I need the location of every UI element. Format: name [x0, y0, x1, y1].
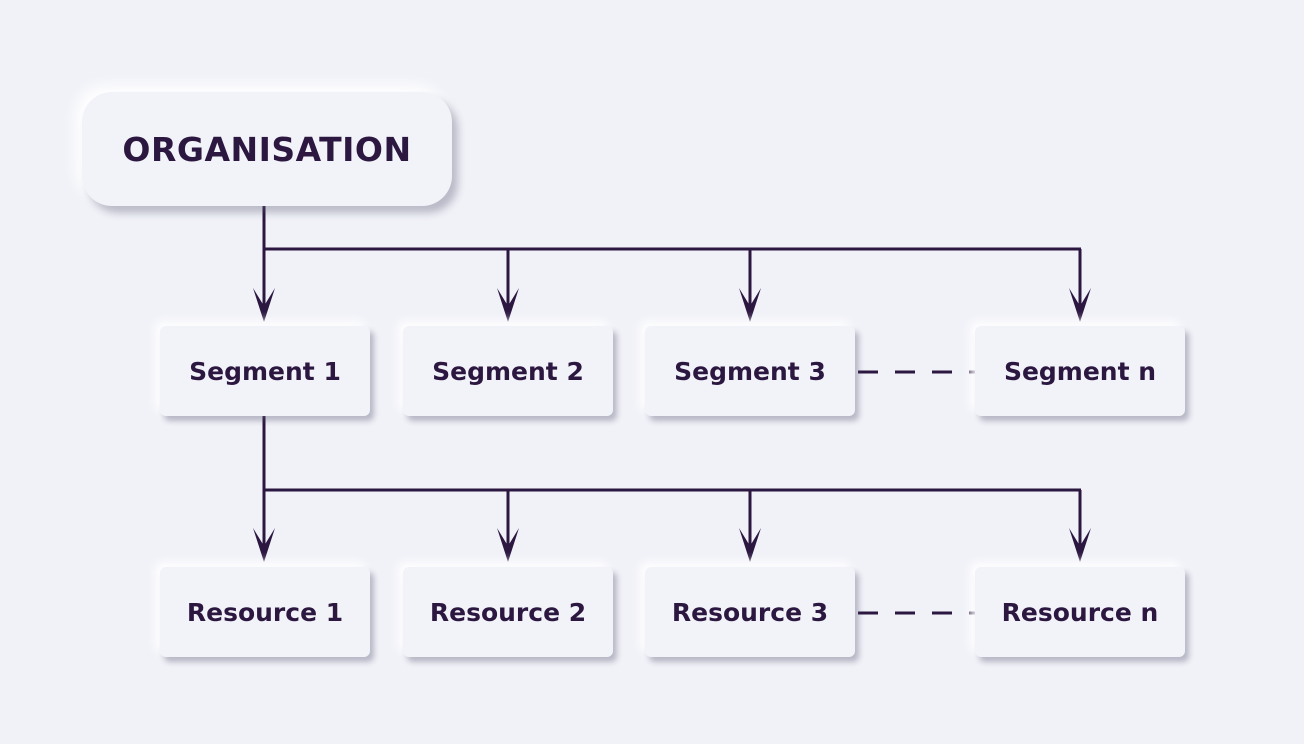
resource-3-node: Resource 3	[645, 567, 855, 657]
organisation-node: ORGANISATION	[82, 92, 452, 206]
segment-2-node: Segment 2	[403, 326, 613, 416]
segment-3-node: Segment 3	[645, 326, 855, 416]
segment-n-label: Segment n	[1003, 356, 1157, 386]
resource-n-node: Resource n	[975, 567, 1185, 657]
resource-1-node: Resource 1	[160, 567, 370, 657]
resource-1-label: Resource 1	[186, 597, 344, 627]
resource-3-arrowhead	[739, 528, 761, 562]
segment-3-arrowhead	[739, 288, 761, 322]
resource-n-label: Resource n	[1001, 597, 1159, 627]
resource-2-node: Resource 2	[403, 567, 613, 657]
resource-2-arrowhead	[497, 528, 519, 562]
resource-1-arrowhead	[253, 528, 275, 562]
segment-3-label: Segment 3	[674, 356, 826, 386]
segment-2-arrowhead	[497, 288, 519, 322]
segment-1-arrowhead	[253, 288, 275, 322]
segment-1-label: Segment 1	[189, 356, 341, 386]
segment-n-arrowhead	[1069, 288, 1091, 322]
segment-1-node: Segment 1	[160, 326, 370, 416]
organisation-label: ORGANISATION	[122, 129, 412, 169]
resource-n-arrowhead	[1069, 528, 1091, 562]
segment-n-node: Segment n	[975, 326, 1185, 416]
resource-3-label: Resource 3	[671, 597, 829, 627]
segment-2-label: Segment 2	[432, 356, 584, 386]
resource-2-label: Resource 2	[429, 597, 587, 627]
